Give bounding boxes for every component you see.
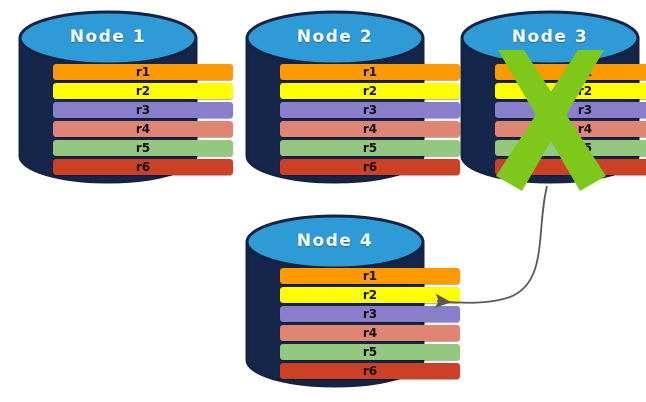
- table-row[interactable]: r5: [53, 140, 233, 156]
- row-label: r2: [362, 84, 378, 98]
- table-row[interactable]: r2: [280, 287, 460, 303]
- row-label: r1: [135, 65, 151, 79]
- row-label: r6: [135, 160, 151, 174]
- table-row[interactable]: r2: [53, 83, 233, 99]
- table-row[interactable]: r2: [280, 83, 460, 99]
- row-label: r4: [362, 122, 378, 136]
- node-rows-2: r1 r2 r3 r4 r5 r6: [245, 64, 495, 175]
- row-label: r3: [362, 307, 378, 321]
- node-cylinder-2[interactable]: Node 2 r1 r2 r3 r4 r5 r6: [245, 8, 460, 186]
- node-cylinder-4[interactable]: Node 4 r1 r2 r3 r4 r5 r6: [245, 212, 460, 390]
- row-label: r1: [362, 65, 378, 79]
- row-label: r4: [362, 326, 378, 340]
- table-row[interactable]: r5: [280, 140, 460, 156]
- table-row[interactable]: r5: [280, 344, 460, 360]
- table-row[interactable]: r3: [280, 102, 460, 118]
- node-rows-1: r1 r2 r3 r4 r5 r6: [18, 64, 268, 175]
- row-label: r5: [362, 141, 378, 155]
- table-row[interactable]: r6: [280, 363, 460, 379]
- table-row[interactable]: r6: [53, 159, 233, 175]
- node-cylinder-1[interactable]: Node 1 r1 r2 r3 r4 r5 r6: [18, 8, 233, 186]
- table-row[interactable]: r1: [53, 64, 233, 80]
- row-label: r5: [135, 141, 151, 155]
- row-label: r4: [135, 122, 151, 136]
- table-row[interactable]: r6: [280, 159, 460, 175]
- row-label: r3: [135, 103, 151, 117]
- table-row[interactable]: r3: [53, 102, 233, 118]
- row-label: r5: [362, 345, 378, 359]
- table-row[interactable]: r1: [280, 268, 460, 284]
- node-rows-4: r1 r2 r3 r4 r5 r6: [245, 268, 495, 379]
- row-label: r6: [362, 160, 378, 174]
- row-label: r6: [362, 364, 378, 378]
- table-row[interactable]: r3: [280, 306, 460, 322]
- row-label: r1: [362, 269, 378, 283]
- row-label: r2: [362, 288, 378, 302]
- table-row[interactable]: r4: [280, 121, 460, 137]
- table-row[interactable]: r4: [280, 325, 460, 341]
- row-label: r3: [362, 103, 378, 117]
- row-label: r2: [135, 84, 151, 98]
- table-row[interactable]: r1: [280, 64, 460, 80]
- arrow-curve: [434, 185, 548, 309]
- table-row[interactable]: r4: [53, 121, 233, 137]
